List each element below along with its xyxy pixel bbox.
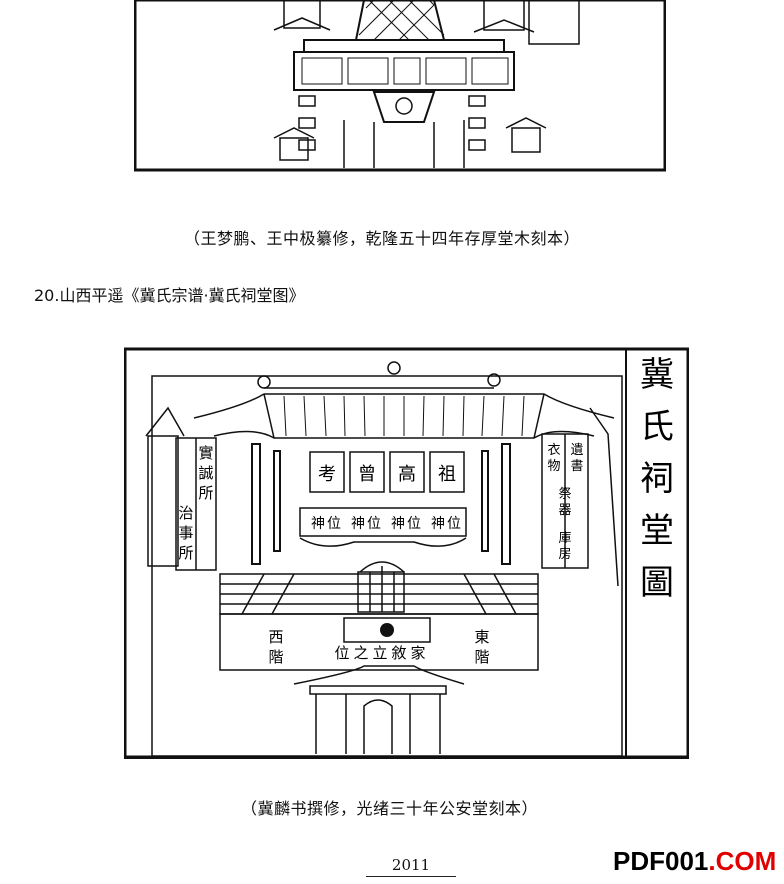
- ancestral-hall-illustration: 考 曾 高 祖 神 位 神 位 神 位 神 位 實 誠 所 治 事 所 遺 書: [124, 346, 689, 762]
- right-building-char: 書: [570, 459, 583, 474]
- figure-title-char: 冀: [640, 355, 674, 395]
- hall-plaque: 高: [398, 464, 416, 485]
- hall-plaque: 祖: [438, 464, 456, 485]
- west-steps-label: 階: [268, 648, 283, 666]
- right-building-char: 庫: [558, 531, 571, 546]
- tablet-char: 神: [431, 516, 445, 532]
- section-heading: 20.山西平遥《冀氏宗谱·冀氏祠堂图》: [34, 286, 305, 305]
- site-watermark: PDF001.COM: [613, 846, 776, 877]
- tablet-char: 位: [367, 516, 381, 532]
- family-position-text: 位之立敘家: [334, 644, 429, 662]
- hall-plaque: 考: [318, 464, 336, 485]
- figure-title-char: 圖: [640, 563, 674, 603]
- bottom-figure-caption: （冀麟书撰修，光绪三十年公安堂刻本）: [241, 799, 539, 818]
- right-building-char: 器: [558, 503, 571, 518]
- left-building-char: 所: [178, 544, 193, 562]
- watermark-suffix: .COM: [708, 846, 777, 876]
- east-steps-label: 階: [474, 648, 489, 666]
- tablet-char: 位: [447, 516, 461, 532]
- figure-title-char: 堂: [640, 511, 674, 551]
- tablet-char: 神: [351, 516, 365, 532]
- right-building-char: 遺: [570, 443, 583, 458]
- hall-plaque: 曾: [358, 464, 376, 485]
- left-building-char: 實: [198, 444, 213, 462]
- right-building-char: 物: [547, 459, 560, 474]
- left-building-char: 所: [198, 484, 213, 502]
- figure-title-char: 氏: [640, 407, 674, 447]
- left-building-char: 事: [178, 524, 193, 542]
- watermark-prefix: PDF001: [613, 846, 709, 876]
- page-number-rule: [366, 876, 456, 877]
- tablet-char: 位: [407, 516, 421, 532]
- left-building-char: 誠: [198, 464, 213, 482]
- right-building-char: 祭: [558, 487, 571, 502]
- page-number: 2011: [391, 856, 431, 874]
- top-figure-caption: （王梦鹏、王中极纂修，乾隆五十四年存厚堂木刻本）: [184, 229, 581, 248]
- east-steps-label: 東: [474, 628, 489, 646]
- tablet-char: 神: [311, 516, 325, 532]
- top-figure-illustration: [134, 0, 666, 172]
- west-steps-label: 西: [268, 628, 283, 646]
- figure-title-char: 祠: [640, 459, 674, 499]
- left-building-char: 治: [178, 504, 193, 522]
- right-building-char: 房: [558, 546, 571, 562]
- tablet-char: 神: [391, 516, 405, 532]
- right-building-char: 衣: [547, 442, 560, 458]
- tablet-char: 位: [327, 516, 341, 532]
